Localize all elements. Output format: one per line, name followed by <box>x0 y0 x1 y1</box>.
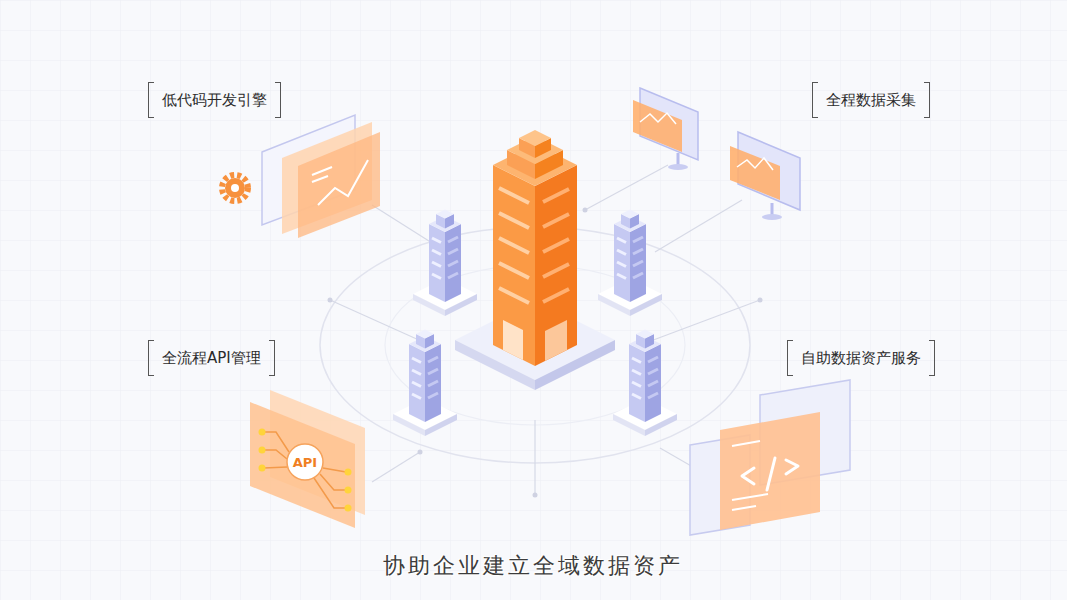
lowcode-panel-part-part <box>312 167 332 175</box>
api-panel-part-part <box>264 432 289 452</box>
central-tower-part-part <box>499 188 529 203</box>
bracket-label: 自助数据资产服务 <box>787 340 935 376</box>
code-panel-part-part <box>786 460 798 474</box>
central-tower <box>493 130 577 366</box>
leader-lines-part <box>585 165 668 210</box>
bracket-label: 低代码开发引擎 <box>148 82 281 118</box>
label-text: 全程数据采集 <box>826 91 916 110</box>
leader-dots-part <box>583 208 588 213</box>
leader-dots-part <box>758 298 763 303</box>
monitor-icon-part <box>730 146 780 200</box>
central-tower-part-part <box>543 264 569 277</box>
central-tower-part-part <box>499 238 529 253</box>
lowcode-panel-part <box>318 160 368 205</box>
lowcode-panel-part-part <box>312 176 328 182</box>
leader-lines-part <box>640 300 760 345</box>
monitor-icon-part <box>762 214 782 220</box>
lowcode-panel-part <box>312 167 332 182</box>
api-panel-part-part <box>259 429 266 436</box>
central-tower-part-part <box>499 263 529 278</box>
code-panel-part-part <box>732 506 756 510</box>
api-panel-part-part <box>314 478 346 508</box>
label-text: 全流程API管理 <box>162 349 261 368</box>
api-panel-part-part <box>320 474 346 490</box>
monitor-icon-part <box>640 113 676 124</box>
lowcode-panel-part <box>222 175 248 201</box>
illustration-part <box>393 330 457 437</box>
api-panel-part <box>264 432 346 508</box>
icon-label: API <box>293 455 317 470</box>
illustration-part <box>413 210 477 317</box>
leader-dots-part <box>418 450 423 455</box>
api-panel-part-part <box>259 447 266 454</box>
lowcode-panel-part <box>225 178 245 198</box>
central-tower-part-part <box>543 239 569 252</box>
code-panel-part <box>742 458 798 490</box>
api-panel-part <box>259 429 352 512</box>
monitor-icon <box>730 132 800 220</box>
central-tower-part-part <box>499 213 529 228</box>
leader-dots-part <box>328 298 333 303</box>
code-panel-part-part <box>732 494 768 500</box>
lowcode-panel <box>222 115 380 238</box>
central-tower-part <box>535 165 577 366</box>
central-tower-part-part <box>543 214 569 227</box>
api-panel-part-part <box>345 505 352 512</box>
monitor-icon-part <box>633 100 682 152</box>
central-tower-part <box>543 189 569 302</box>
api-panel-part-part <box>345 487 352 494</box>
monitor-icon-part <box>668 164 688 170</box>
monitor-icon-part <box>737 158 773 170</box>
central-tower-part <box>493 165 535 366</box>
leader-dots-part <box>533 493 538 498</box>
api-panel <box>250 390 365 528</box>
central-tower-part <box>545 320 567 361</box>
code-panel-part-part <box>732 441 760 446</box>
api-panel-part-part <box>264 467 287 468</box>
central-tower-part <box>499 188 529 303</box>
bracket-label: 全程数据采集 <box>812 82 930 118</box>
code-panel-part-part <box>742 468 754 484</box>
api-panel-part-part <box>259 465 266 472</box>
leader-lines-part <box>372 452 420 482</box>
illustration-part <box>613 330 677 437</box>
label-text: 低代码开发引擎 <box>162 91 267 110</box>
central-tower-part <box>519 130 551 146</box>
central-tower-part-part <box>543 289 569 302</box>
bracket-label: 全流程API管理 <box>148 340 275 376</box>
caption: 协助企业建立全域数据资产 <box>383 551 683 581</box>
leader-lines-part <box>534 420 535 495</box>
code-panel-part-part <box>767 458 775 490</box>
central-tower-part-part <box>499 288 529 303</box>
code-panel-part <box>732 441 768 510</box>
monitor-icon <box>633 88 698 170</box>
lowcode-panel-part <box>298 132 380 238</box>
leader-lines-part <box>655 200 742 252</box>
api-panel-part-part <box>345 469 352 476</box>
api-panel-part-part <box>264 450 287 459</box>
illustration-part <box>598 210 662 317</box>
code-panel-part <box>720 412 820 530</box>
central-tower-part-part <box>543 189 569 202</box>
api-panel-part <box>287 444 323 480</box>
label-text: 自助数据资产服务 <box>801 349 921 368</box>
lowcode-panel-part <box>231 184 239 192</box>
code-panel <box>690 380 850 535</box>
central-tower-part <box>503 320 523 360</box>
api-panel-part <box>250 402 355 528</box>
leader-lines-part <box>330 300 430 345</box>
api-panel-part-part <box>323 468 346 472</box>
